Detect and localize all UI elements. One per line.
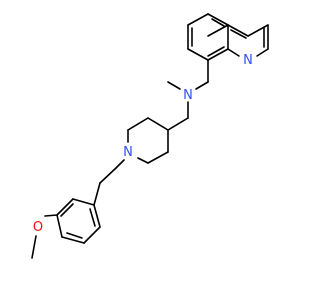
bond — [66, 232, 83, 239]
bond — [211, 18, 225, 27]
bond — [187, 13, 209, 26]
bond — [230, 29, 247, 39]
bond — [93, 182, 101, 206]
tertiary-amine-nitrogen-label: N — [183, 88, 193, 103]
bond — [56, 214, 63, 238]
bond — [207, 48, 229, 61]
piperidine-nitrogen-label: N — [123, 145, 133, 160]
bond — [60, 203, 74, 217]
bond — [72, 198, 95, 206]
bond — [207, 46, 225, 57]
methoxy-oxygen-label: O — [33, 220, 43, 235]
quinoline-nitrogen-label: N — [243, 53, 253, 68]
bond — [127, 117, 149, 131]
bond — [56, 198, 74, 216]
bond — [61, 236, 85, 244]
bonds — [31, 13, 269, 259]
bond — [93, 204, 101, 228]
bond — [227, 48, 240, 57]
bond — [115, 159, 125, 169]
bond — [207, 24, 229, 37]
bond — [167, 117, 189, 131]
bond — [89, 208, 96, 227]
bond — [195, 81, 209, 90]
bond — [207, 13, 229, 26]
bond — [83, 226, 101, 244]
bond — [137, 157, 149, 164]
bond — [187, 48, 209, 61]
bond — [247, 24, 269, 37]
atom-labels: N N N O — [33, 53, 253, 235]
bond — [31, 235, 37, 259]
bond — [227, 24, 249, 37]
bond — [147, 117, 169, 131]
chemical-structure: N N N O — [31, 13, 269, 259]
bond — [167, 81, 181, 90]
bond — [256, 48, 269, 57]
bond — [44, 214, 58, 217]
bond — [147, 151, 169, 164]
bond — [99, 167, 117, 184]
